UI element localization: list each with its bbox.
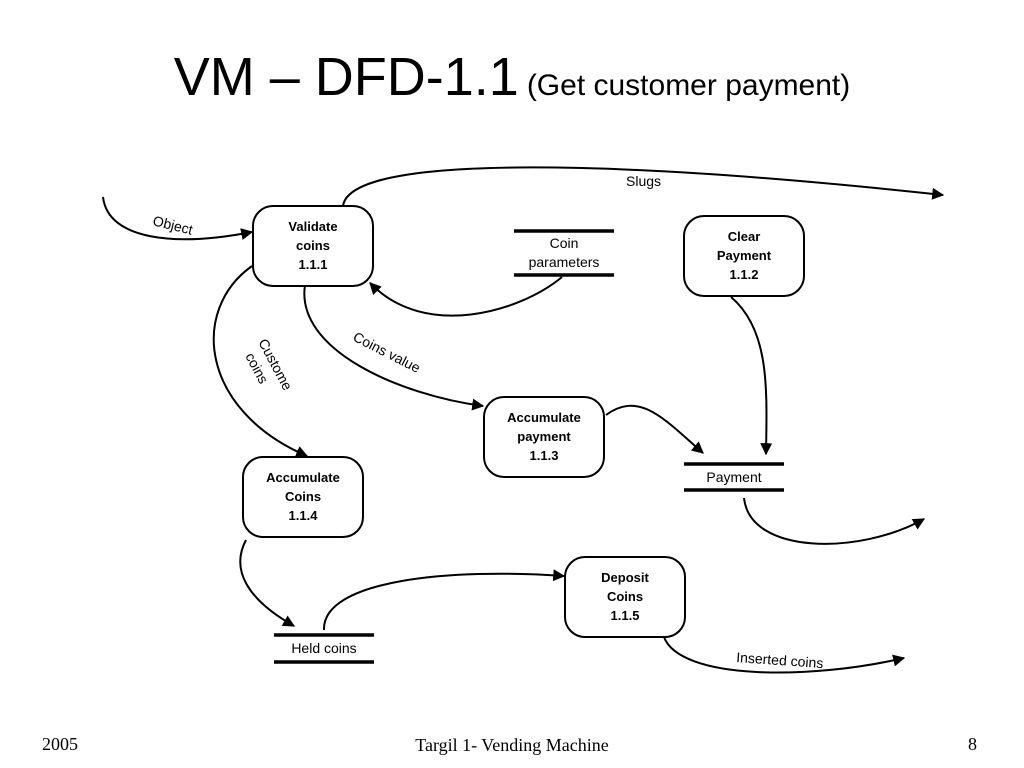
footer-title: Targil 1- Vending Machine xyxy=(415,735,609,755)
process-label: Deposit xyxy=(601,570,649,585)
flow-label-slugs: Slugs xyxy=(626,173,661,189)
store-coin-parameters: Coin parameters xyxy=(514,229,614,277)
store-payment: Payment xyxy=(684,462,784,492)
process-accumulate-coins: Accumulate Coins 1.1.4 xyxy=(242,456,364,538)
footer-page-number: 8 xyxy=(968,734,977,754)
process-label: Coins xyxy=(285,489,321,504)
store-label: Coin xyxy=(550,235,579,251)
process-validate-coins: Validate coins 1.1.1 xyxy=(252,205,374,287)
process-deposit-coins: Deposit Coins 1.1.5 xyxy=(564,556,686,638)
flow-accpay-to-payment xyxy=(605,404,704,454)
store-label: parameters xyxy=(529,254,600,270)
page-title: VM – DFD-1.1(Get customer payment) xyxy=(0,46,1024,108)
process-label: 1.1.2 xyxy=(730,267,759,282)
process-label: Validate xyxy=(288,219,337,234)
flow-payment-out xyxy=(743,497,926,545)
process-label: coins xyxy=(296,238,330,253)
process-label: Coins xyxy=(607,589,643,604)
flow-held-to-deposit xyxy=(322,569,566,631)
flow-label-inserted-coins: Inserted coins xyxy=(736,649,824,671)
process-label: Payment xyxy=(717,248,772,263)
flow-slugs xyxy=(342,166,945,207)
process-clear-payment: Clear Payment 1.1.2 xyxy=(683,215,805,297)
process-label: Clear xyxy=(728,229,761,244)
process-label: Accumulate xyxy=(507,410,581,425)
process-label: payment xyxy=(517,429,571,444)
process-label: 1.1.4 xyxy=(289,508,319,523)
store-label: Payment xyxy=(706,469,761,485)
flow-clear-to-payment xyxy=(730,296,773,456)
process-label: 1.1.3 xyxy=(530,448,559,463)
flow-label-coins-value: Coins value xyxy=(351,328,424,376)
store-held-coins: Held coins xyxy=(274,633,374,664)
flow-inserted-coins xyxy=(663,636,906,674)
title-main: VM – DFD-1.1 xyxy=(173,47,519,107)
flow-coins-value xyxy=(303,284,485,411)
process-label: 1.1.1 xyxy=(299,257,328,272)
title-subtitle: (Get customer payment) xyxy=(526,69,851,102)
footer-year: 2005 xyxy=(42,734,78,754)
flow-acccoins-to-held xyxy=(239,539,296,627)
process-label: 1.1.5 xyxy=(611,608,640,623)
process-label: Accumulate xyxy=(266,470,340,485)
flow-label-object: Object xyxy=(151,212,194,237)
flow-custome-coins xyxy=(212,265,309,458)
process-accumulate-payment: Accumulate payment 1.1.3 xyxy=(483,396,605,478)
flow-object xyxy=(102,196,254,241)
flow-coin-params xyxy=(369,276,563,317)
store-label: Held coins xyxy=(291,640,356,656)
